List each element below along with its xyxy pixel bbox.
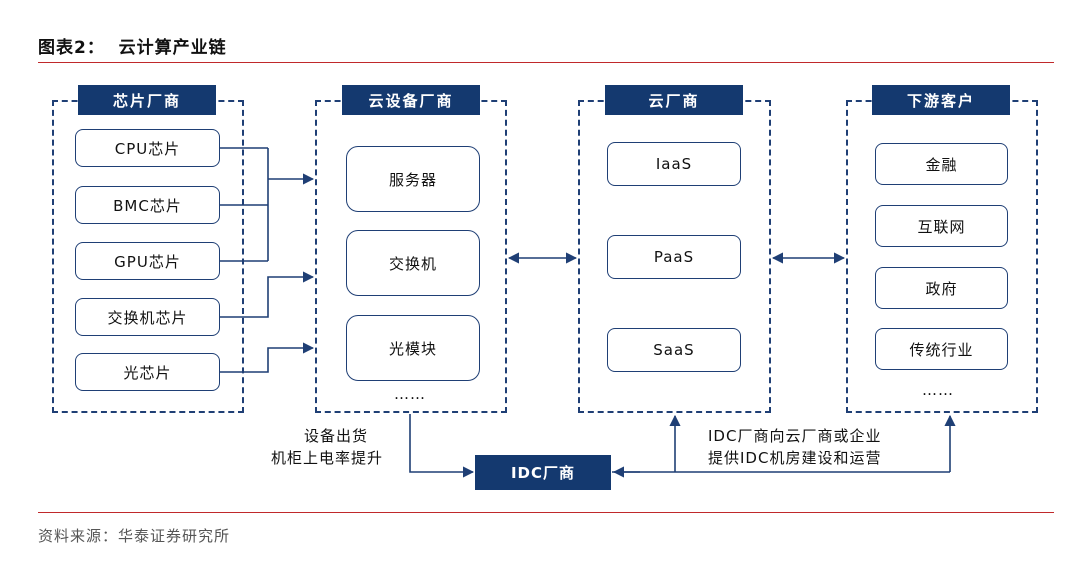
node-paas: PaaS bbox=[607, 235, 741, 279]
node-government: 政府 bbox=[875, 267, 1008, 309]
edge-label-line-2: 提供IDC机房建设和运营 bbox=[708, 449, 882, 467]
edge-equipment-to-idc bbox=[409, 414, 475, 478]
node-optical-module: 光模块 bbox=[346, 315, 480, 381]
edge-label-equipment-shipments: 设备出货 机柜上电率提升 bbox=[271, 425, 396, 469]
node-idc-vendor: IDC厂商 bbox=[475, 455, 611, 490]
node-switch: 交换机 bbox=[346, 230, 480, 296]
node-gpu-chip: GPU芯片 bbox=[75, 242, 220, 280]
group-header-cloud-vendors: 云厂商 bbox=[605, 85, 743, 115]
edge-switch-chip-to-equipment bbox=[220, 271, 315, 318]
node-server: 服务器 bbox=[346, 146, 480, 212]
group-header-equipment-vendors: 云设备厂商 bbox=[342, 85, 480, 115]
node-optical-chip: 光芯片 bbox=[75, 353, 220, 391]
node-bmc-chip: BMC芯片 bbox=[75, 186, 220, 224]
edge-label-line-1: 设备出货 bbox=[303, 427, 368, 445]
node-traditional-industry: 传统行业 bbox=[875, 328, 1008, 370]
node-finance: 金融 bbox=[875, 143, 1008, 185]
figure-title: 图表2： 云计算产业链 bbox=[38, 38, 227, 58]
edge-label-line-2: 机柜上电率提升 bbox=[270, 449, 383, 467]
edge-label-idc-services: IDC厂商向云厂商或企业 提供IDC机房建设和运营 bbox=[708, 425, 881, 469]
bottom-rule bbox=[38, 512, 1054, 513]
group-header-chip-vendors: 芯片厂商 bbox=[78, 85, 216, 115]
node-switch-chip: 交换机芯片 bbox=[75, 298, 220, 336]
customers-more-ellipsis: …… bbox=[922, 381, 954, 399]
edge-optical-chip-to-equipment bbox=[220, 342, 315, 373]
node-iaas: IaaS bbox=[607, 142, 741, 186]
node-internet: 互联网 bbox=[875, 205, 1008, 247]
node-cpu-chip: CPU芯片 bbox=[75, 129, 220, 167]
node-saas: SaaS bbox=[607, 328, 741, 372]
group-header-downstream-customers: 下游客户 bbox=[872, 85, 1010, 115]
equipment-more-ellipsis: …… bbox=[394, 385, 426, 403]
top-rule bbox=[38, 62, 1054, 63]
source-note: 资料来源：华泰证券研究所 bbox=[38, 527, 231, 545]
edge-label-line-1: IDC厂商向云厂商或企业 bbox=[708, 427, 882, 445]
